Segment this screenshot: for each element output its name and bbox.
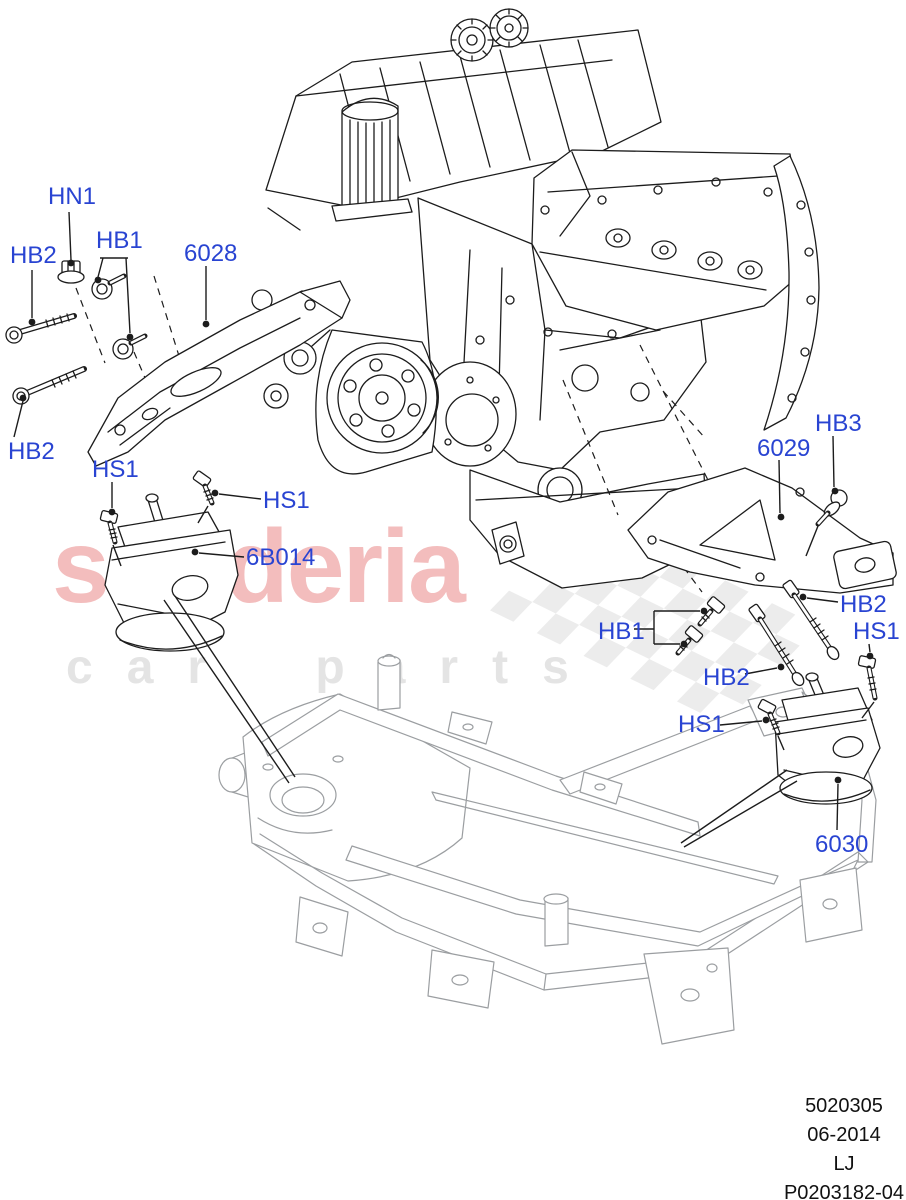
callout-6028[interactable]: 6028	[184, 240, 238, 267]
bolt-hb3	[805, 489, 848, 557]
nut-hn1	[57, 260, 85, 284]
engine-illustration	[251, 8, 820, 589]
bolt-hb1-left-2	[112, 333, 148, 360]
bracket-6028-illustration	[87, 280, 351, 467]
bolt-hs1-right	[857, 655, 878, 719]
mount-6b014-illustration	[104, 493, 239, 652]
callout-hs1-right[interactable]: HS1	[853, 618, 900, 645]
footer-part-number: 5020305	[805, 1095, 883, 1117]
bolt-hb2-left-1	[5, 313, 77, 344]
callout-hb3[interactable]: HB3	[815, 410, 862, 437]
callout-hb2-right[interactable]: HB2	[840, 591, 887, 618]
callout-hs1-bottom[interactable]: HS1	[678, 711, 725, 738]
subframe-illustration	[218, 653, 877, 1045]
bracket-6029-illustration	[627, 467, 897, 594]
callout-hb2-bottom[interactable]: HB2	[703, 664, 750, 691]
footer-model-code: LJ	[833, 1153, 855, 1175]
bolt-hs1-left-2	[192, 470, 215, 524]
leader-lines	[13, 211, 874, 848]
bolt-hb2-right-2	[748, 603, 805, 687]
callout-hn1[interactable]: HN1	[48, 183, 97, 210]
callout-6029[interactable]: 6029	[757, 435, 811, 462]
callout-hb2-b[interactable]: HB2	[8, 438, 55, 465]
bolt-hs1-bottom	[757, 698, 785, 751]
callout-hb2-a[interactable]: HB2	[10, 242, 57, 269]
callout-hb1-right[interactable]: HB1	[598, 618, 645, 645]
callout-6030[interactable]: 6030	[815, 831, 869, 858]
bolt-hb1-right-1	[697, 596, 726, 627]
bolt-hb2-right-1	[782, 579, 840, 661]
footer-code-block: 5020305 06-2014 LJ P0203182-04	[758, 1092, 906, 1200]
mount-6030-illustration	[774, 672, 881, 805]
footer-drawing-number: P0203182-04	[783, 1182, 905, 1200]
callout-hs1-left2[interactable]: HS1	[263, 487, 310, 514]
callout-hs1-left[interactable]: HS1	[92, 456, 139, 483]
bolt-hb1-left-1	[91, 273, 127, 300]
footer-date: 06-2014	[807, 1124, 881, 1146]
alignment-dashed-lines	[75, 275, 713, 593]
callout-hb1-left[interactable]: HB1	[96, 227, 143, 254]
callout-6b014[interactable]: 6B014	[246, 544, 316, 571]
